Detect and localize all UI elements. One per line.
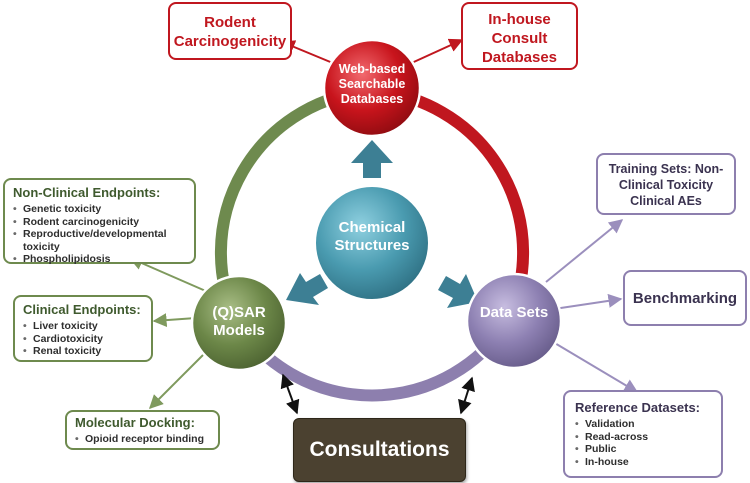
arrow-to-docking [149, 345, 213, 409]
inhouse-databases-text: In-house Consult Databases [481, 11, 558, 66]
arrow-to-inhouse [404, 38, 464, 67]
databases-circle [322, 38, 422, 138]
docking-title: Molecular Docking: [75, 415, 195, 430]
rodent-carcinogenicity-box: Rodent Carcinogenicity [168, 2, 292, 60]
center-circle [314, 185, 430, 301]
list-item: Reproductive/developmental toxicity [13, 228, 186, 253]
training-sets-text: Training Sets: Non-Clinical Toxicity Cli… [608, 162, 724, 208]
training-sets-box: Training Sets: Non-Clinical Toxicity Cli… [596, 153, 736, 215]
clinical-title: Clinical Endpoints: [23, 302, 141, 317]
arrow-to-training [545, 219, 624, 283]
arrow-to-benchmarking [553, 293, 623, 310]
qsar-circle [190, 274, 288, 372]
molecular-docking-box: Molecular Docking: Opioid receptor bindi… [65, 410, 220, 450]
arrow-qsar-consult [280, 373, 300, 415]
list-item: In-house [575, 456, 711, 469]
center-arrow-left [286, 273, 328, 305]
list-item: Liver toxicity [23, 320, 143, 333]
rodent-carcinogenicity-text: Rodent Carcinogenicity [173, 14, 287, 50]
list-item: Public [575, 443, 711, 456]
reference-list: Validation Read-across Public In-house [575, 418, 711, 468]
consultations-text: Consultations [309, 438, 450, 461]
consultations-box: Consultations [293, 418, 466, 482]
center-arrow-up [351, 140, 393, 178]
benchmarking-text: Benchmarking [632, 289, 738, 307]
list-item: Validation [575, 418, 711, 431]
arrow-to-reference [547, 338, 639, 393]
center-label: Chemical Structures [334, 219, 410, 254]
nonclinical-endpoints-box: Non-Clinical Endpoints: Genetic toxicity… [3, 178, 196, 266]
clinical-list: Liver toxicity Cardiotoxicity Renal toxi… [23, 320, 143, 358]
reference-title: Reference Datasets: [575, 400, 701, 415]
datasets-label: Data Sets [479, 304, 549, 321]
arrow-to-clinical [152, 313, 197, 328]
center-arrow-right [438, 274, 478, 308]
inhouse-databases-box: In-house Consult Databases [461, 2, 578, 70]
docking-list: Opioid receptor binding [75, 433, 210, 446]
list-item: Rodent carcinogenicity [13, 216, 186, 229]
nonclinical-list: Genetic toxicity Rodent carcinogenicity … [13, 203, 186, 266]
reference-datasets-box: Reference Datasets: Validation Read-acro… [563, 390, 723, 478]
arrow-datasets-consult [458, 376, 475, 415]
list-item: Opioid receptor binding [75, 433, 210, 446]
databases-label: Web-based Searchable Databases [338, 62, 406, 106]
list-item: Renal toxicity [23, 345, 143, 358]
list-item: Genetic toxicity [13, 203, 186, 216]
nonclinical-title: Non-Clinical Endpoints: [13, 185, 161, 200]
list-item: Phospholipidosis [13, 253, 186, 266]
clinical-endpoints-box: Clinical Endpoints: Liver toxicity Cardi… [13, 295, 153, 362]
benchmarking-box: Benchmarking [623, 270, 747, 326]
datasets-circle [465, 272, 563, 370]
list-item: Cardiotoxicity [23, 333, 143, 346]
qsar-label: (Q)SAR Models [212, 304, 266, 339]
list-item: Read-across [575, 431, 711, 444]
